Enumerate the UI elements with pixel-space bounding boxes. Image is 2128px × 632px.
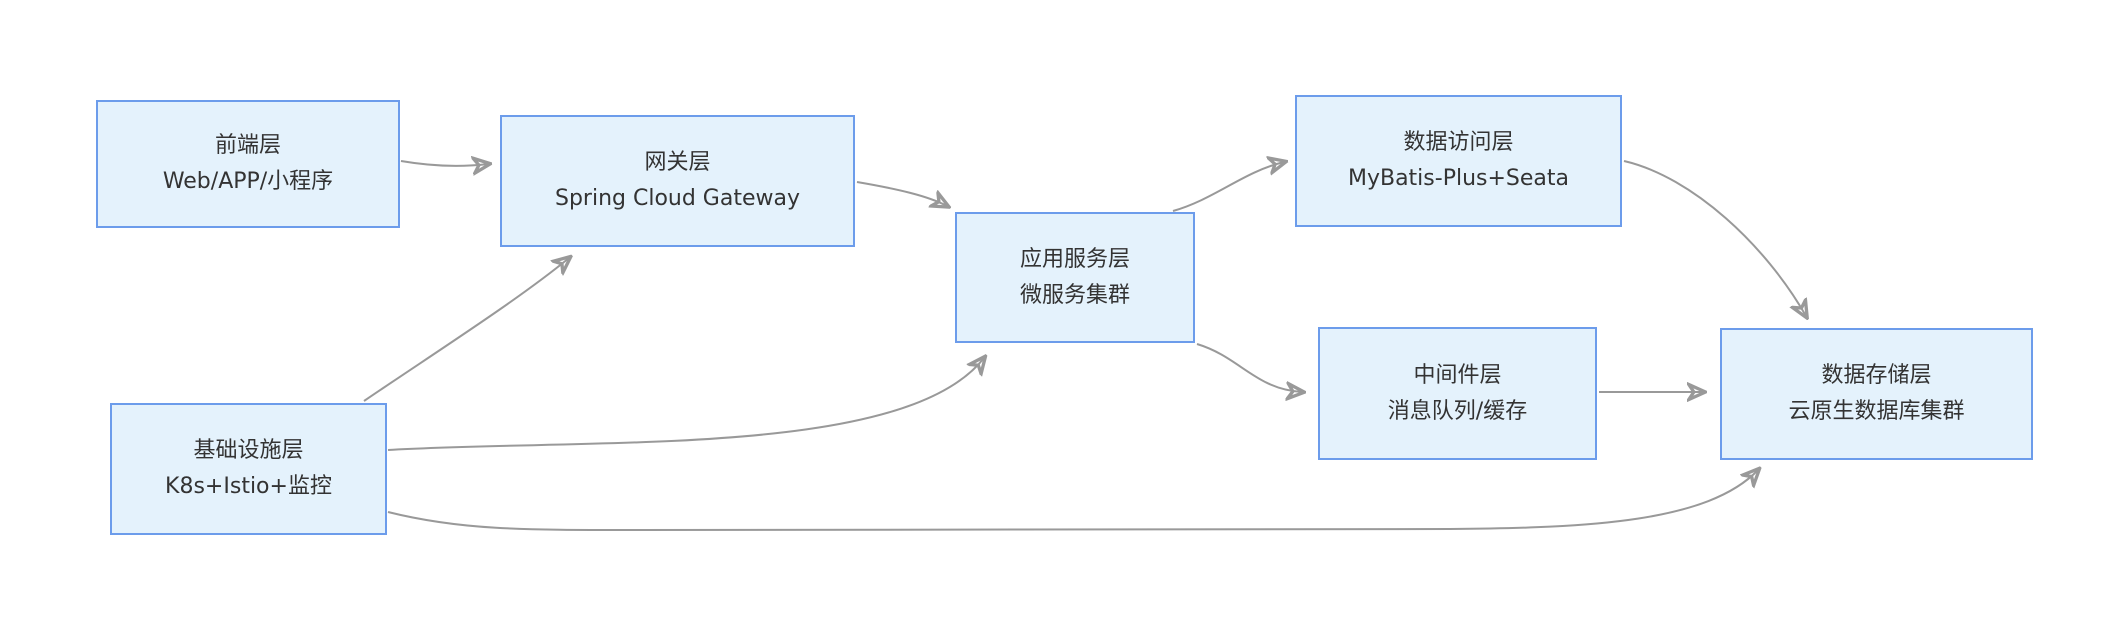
node-subtitle: 消息队列/缓存 xyxy=(1387,398,1528,424)
node-subtitle: 微服务集群 xyxy=(1019,282,1130,308)
edge-infra-storage xyxy=(387,470,1758,532)
edge-appservice-middleware xyxy=(1196,343,1302,392)
node-data-access-layer: 数据访问层 MyBatis-Plus+Seata xyxy=(1295,95,1622,227)
edge-frontend-gateway xyxy=(400,161,488,166)
node-subtitle: MyBatis-Plus+Seata xyxy=(1347,166,1570,191)
node-title: 网关层 xyxy=(644,150,711,175)
node-title: 前端层 xyxy=(214,133,281,158)
node-infrastructure-layer: 基础设施层 K8s+Istio+监控 xyxy=(110,403,387,535)
node-subtitle: Spring Cloud Gateway xyxy=(554,186,800,211)
node-subtitle: K8s+Istio+监控 xyxy=(165,474,332,499)
edge-dataaccess-storage xyxy=(1623,160,1806,316)
node-title: 基础设施层 xyxy=(193,438,304,463)
edge-infra-appservice xyxy=(387,358,984,451)
node-data-storage-layer: 数据存储层 云原生数据库集群 xyxy=(1720,328,2033,460)
node-application-service-layer: 应用服务层 微服务集群 xyxy=(955,212,1195,343)
edge-infra-gateway xyxy=(363,258,569,402)
node-gateway-layer: 网关层 Spring Cloud Gateway xyxy=(500,115,855,247)
edge-gateway-appservice xyxy=(856,181,947,206)
node-title: 中间件层 xyxy=(1413,362,1502,388)
node-middleware-layer: 中间件层 消息队列/缓存 xyxy=(1318,327,1597,460)
node-subtitle: Web/APP/小程序 xyxy=(162,169,334,194)
node-title: 应用服务层 xyxy=(1019,246,1130,272)
node-title: 数据存储层 xyxy=(1821,363,1932,388)
node-subtitle: 云原生数据库集群 xyxy=(1788,399,1965,424)
node-title: 数据访问层 xyxy=(1403,130,1514,155)
edge-appservice-dataaccess xyxy=(1172,162,1284,212)
node-frontend-layer: 前端层 Web/APP/小程序 xyxy=(96,100,400,228)
